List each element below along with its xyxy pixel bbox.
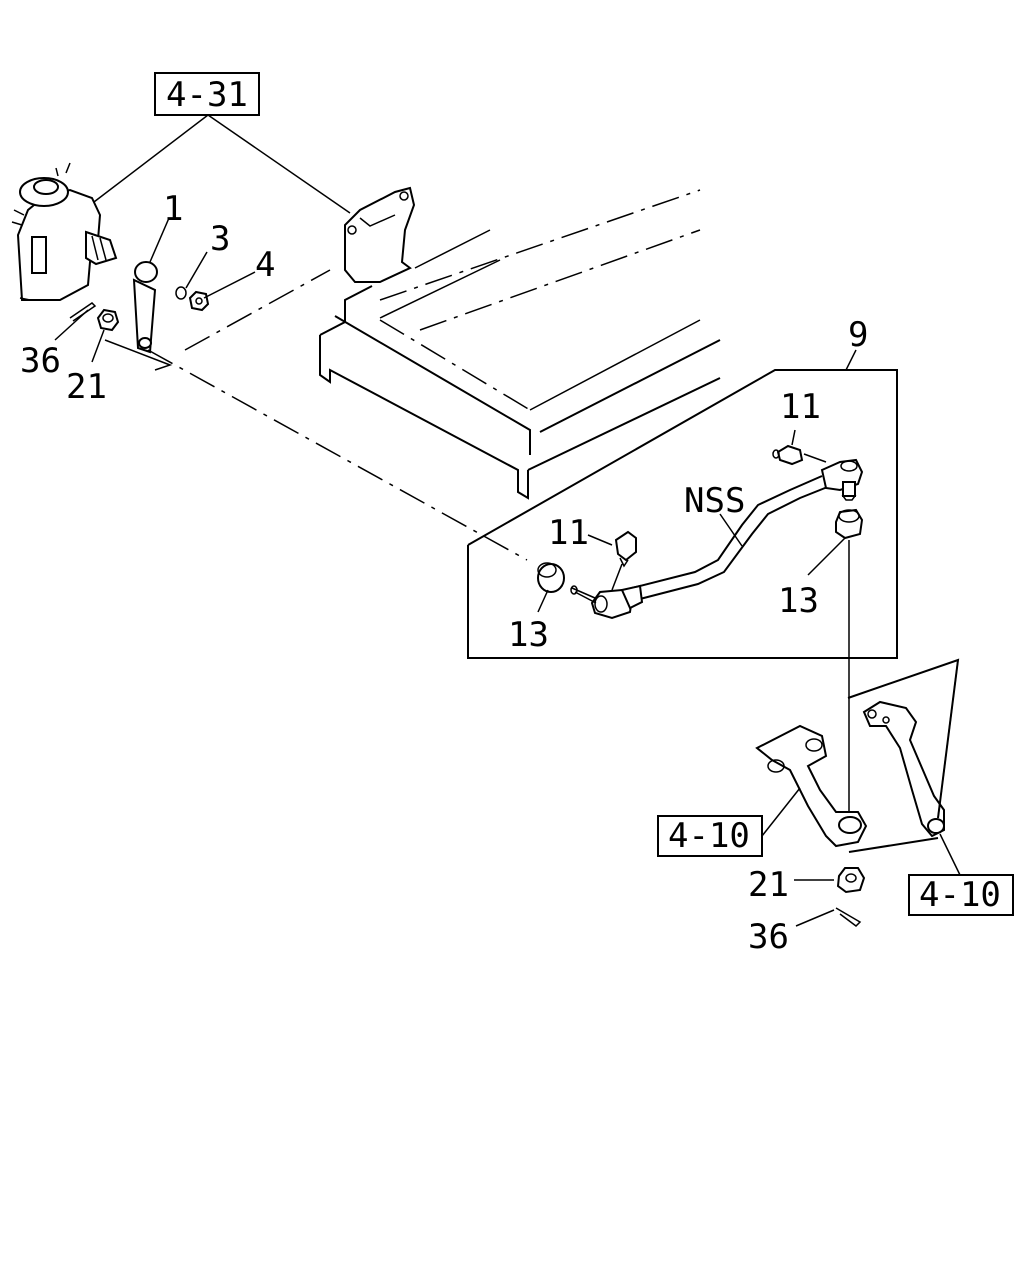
phantom-pitman-to-bushing <box>147 349 528 561</box>
nut-4 <box>188 290 210 312</box>
ref-box-top[interactable]: 4-31 <box>154 72 260 116</box>
pitman-arm <box>132 261 158 354</box>
frame-bracket <box>344 186 416 283</box>
ref-box-right-label: 4-10 <box>919 875 1001 915</box>
leader-13-left <box>537 589 549 613</box>
knuckle-phantom <box>937 659 959 819</box>
callout-1: 1 <box>163 189 183 229</box>
cotter-pin-36-bottom <box>835 907 862 927</box>
leader-1 <box>149 217 170 263</box>
ref-box-top-label: 4-31 <box>166 75 248 115</box>
leader-3 <box>185 251 208 289</box>
leader-11-top-2 <box>803 453 827 463</box>
callout-36-bottom: 36 <box>748 917 789 957</box>
ref-line-to-gearbox <box>89 114 209 206</box>
leader-36-top <box>54 309 89 341</box>
label-nss: NSS <box>684 481 745 521</box>
leader-11-top <box>791 429 796 446</box>
frame-edge-phantom <box>184 269 331 351</box>
callout-13-left: 13 <box>508 615 549 655</box>
castle-nut-21-bottom <box>836 867 866 894</box>
leader-21-top <box>91 329 105 363</box>
callout-21-bottom: 21 <box>748 865 789 905</box>
ref-box-right[interactable]: 4-10 <box>908 874 1014 916</box>
callout-13-right: 13 <box>778 581 819 621</box>
knuckle-arm-right <box>862 700 945 838</box>
dust-cover-13-right <box>835 508 864 540</box>
phantom-frame-edge <box>104 339 173 371</box>
callout-11-mid: 11 <box>548 513 589 553</box>
ref-box-left[interactable]: 4-10 <box>657 815 763 857</box>
leader-36-bottom <box>795 909 835 927</box>
leader-ref-right <box>939 833 961 876</box>
knuckle-arm-left <box>755 724 868 848</box>
leader-13-right <box>807 537 846 576</box>
callout-3: 3 <box>210 219 230 259</box>
callout-21-top: 21 <box>66 367 107 407</box>
leader-11-mid-2 <box>611 563 623 591</box>
callout-11-top: 11 <box>780 387 821 427</box>
ref-box-left-label: 4-10 <box>668 816 750 856</box>
callout-4: 4 <box>255 245 275 285</box>
leader-4 <box>203 271 256 299</box>
callout-9: 9 <box>848 315 868 355</box>
lock-washer-3 <box>175 286 187 300</box>
castle-nut-21-top <box>96 308 120 332</box>
steering-gearbox <box>11 162 118 301</box>
cotter-pin-36-top <box>69 302 97 322</box>
dust-cover-13-left <box>537 562 565 593</box>
grease-fitting-11-mid <box>614 530 637 568</box>
chassis-frame-rail <box>319 189 721 500</box>
leader-ref-left <box>761 787 801 837</box>
knuckle-ref-line-lower <box>848 837 939 853</box>
callout-36-top: 36 <box>20 341 61 381</box>
ref-line-to-bracket <box>207 114 351 214</box>
drag-link <box>570 458 864 620</box>
leader-nss <box>719 513 743 547</box>
leader-11-mid <box>587 534 613 546</box>
drag-link-assembly-outline <box>467 349 898 659</box>
grease-fitting-11-top <box>772 444 804 466</box>
